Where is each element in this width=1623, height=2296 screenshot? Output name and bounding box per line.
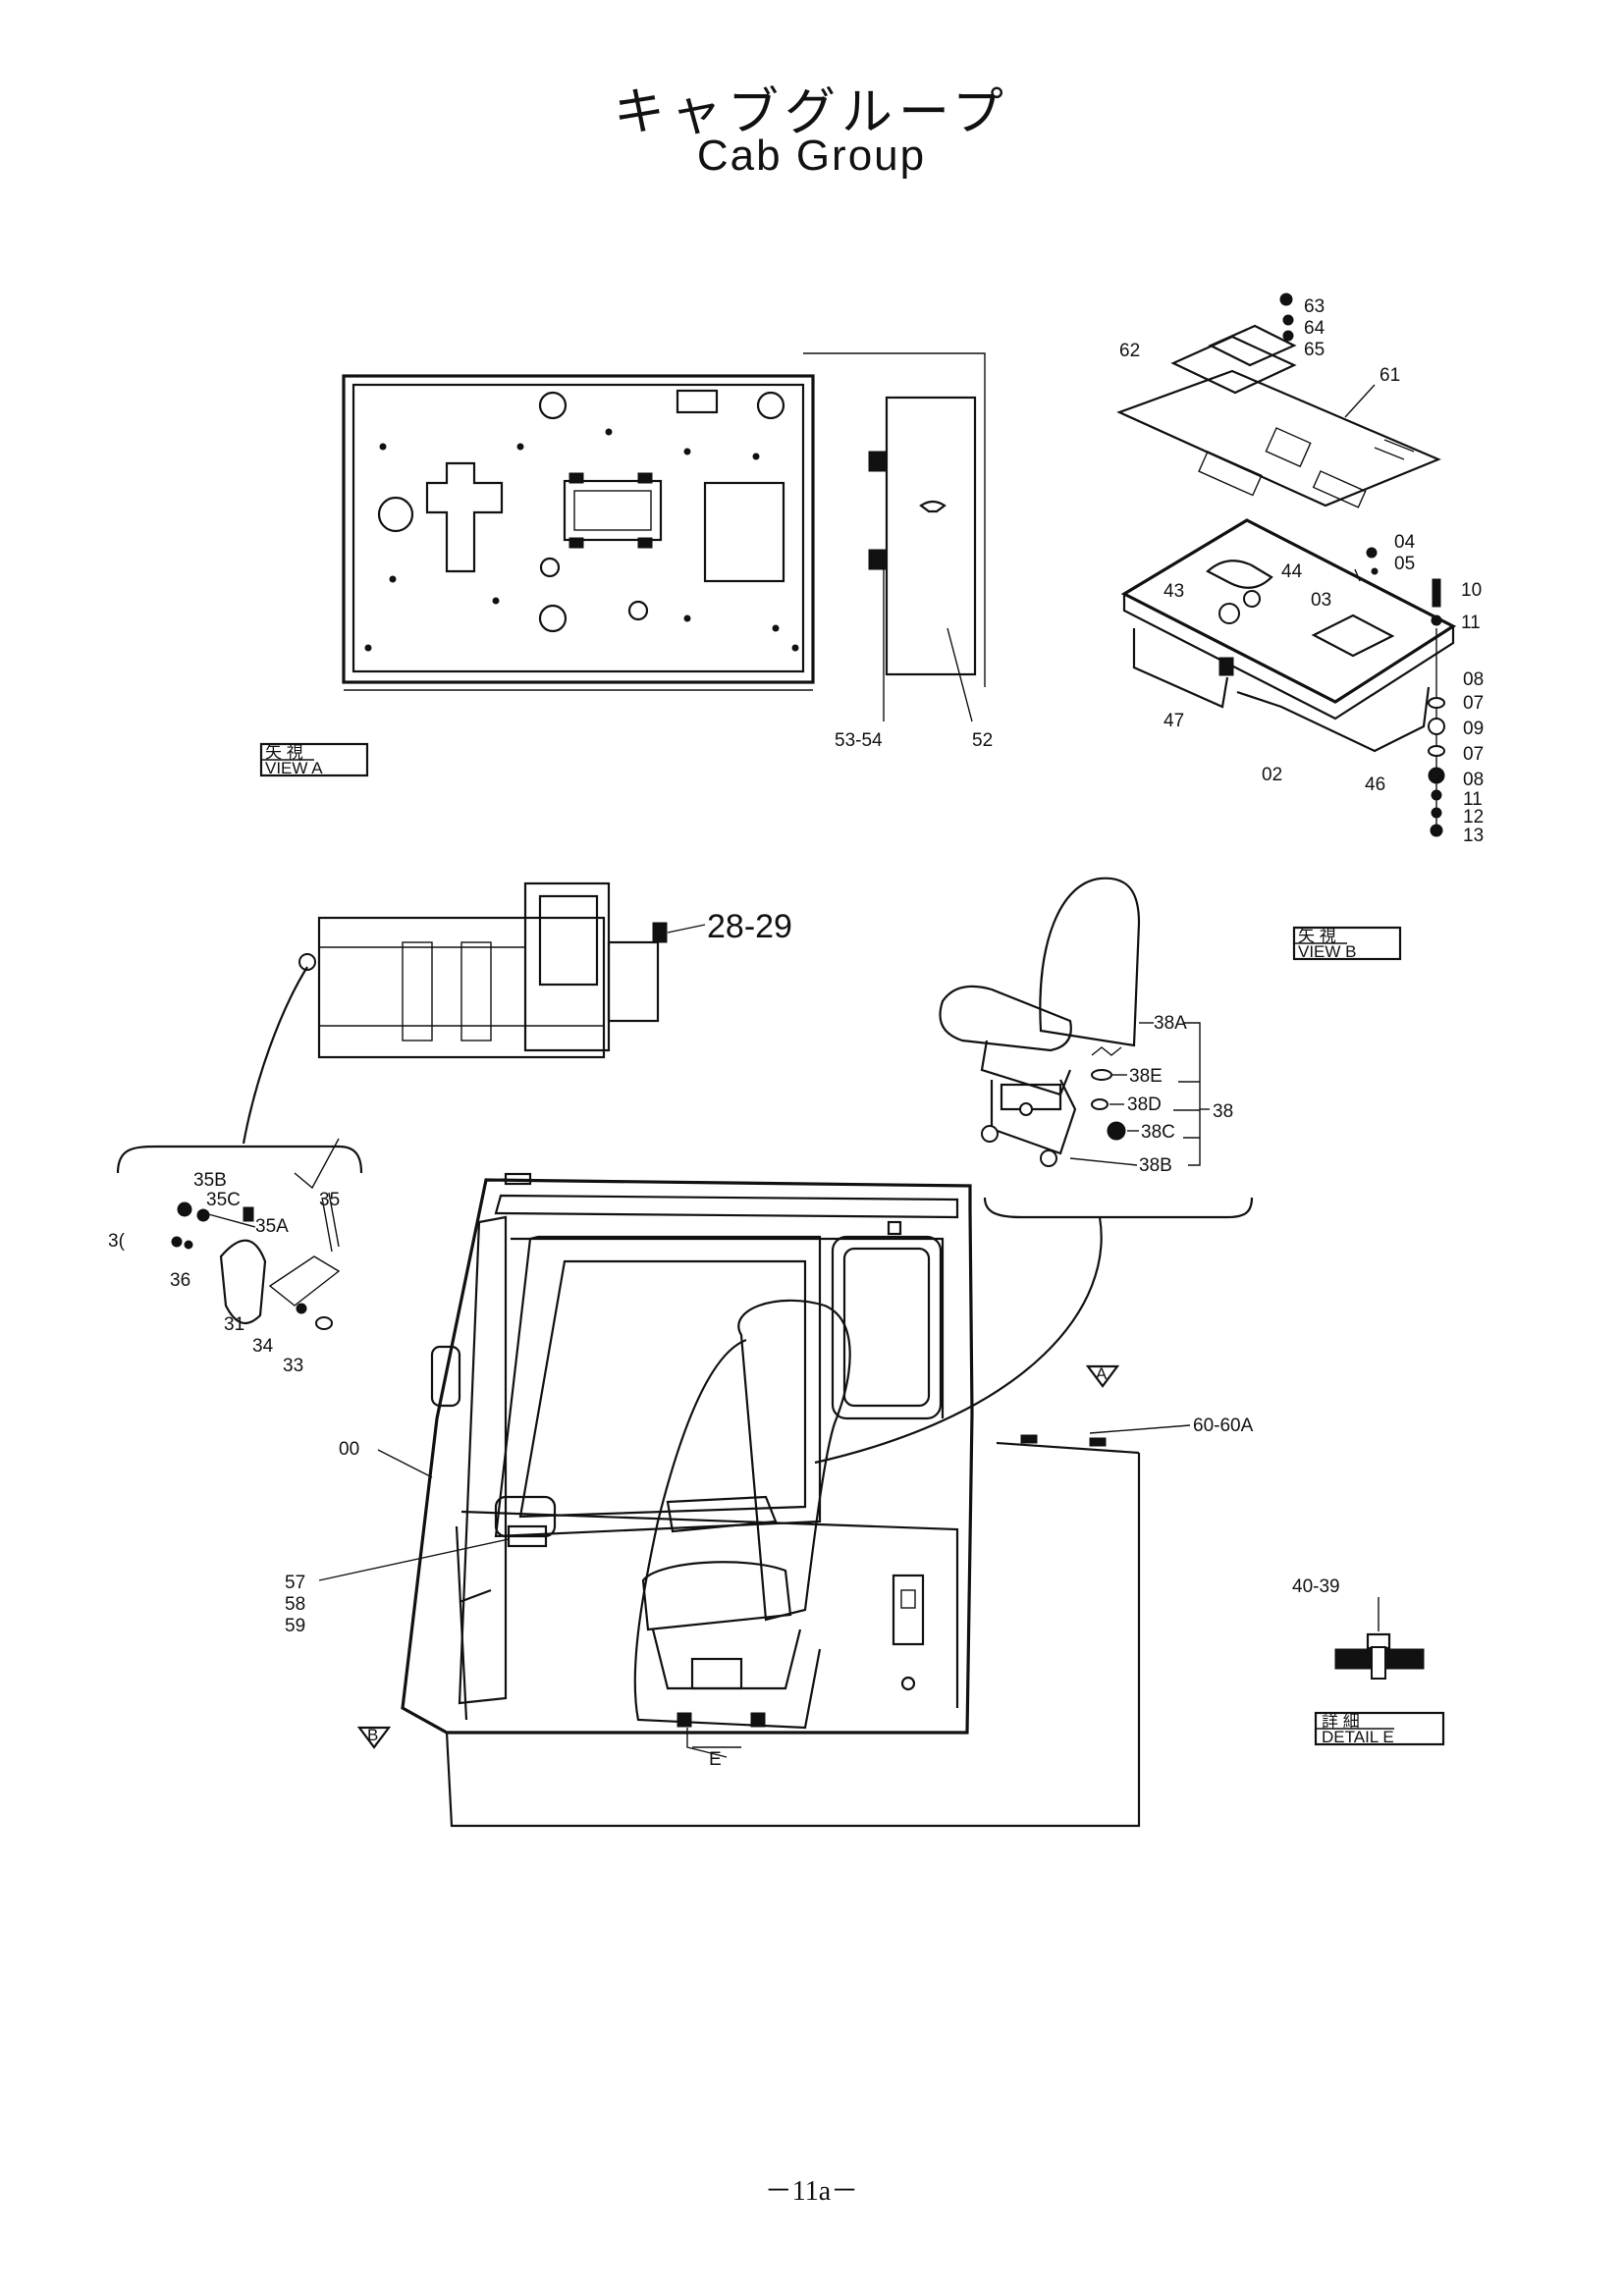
callout-07b: 07	[1463, 744, 1484, 765]
callout-00: 00	[339, 1439, 359, 1460]
callout-35c: 35C	[206, 1190, 241, 1210]
section-arrow-b: B	[356, 1726, 392, 1749]
callout-52: 52	[972, 730, 993, 751]
callout-38d: 38D	[1127, 1095, 1162, 1115]
callout-35a: 35A	[255, 1216, 289, 1237]
callout-31: 31	[224, 1314, 244, 1335]
floor-mat-61	[1116, 369, 1441, 508]
title-english: Cab Group	[696, 132, 927, 180]
section-arrow-a: A	[1085, 1364, 1120, 1388]
seat-assembly-38	[939, 877, 1141, 1167]
callout-35: 35	[319, 1190, 340, 1210]
detail-e-label: 詳 細 DETAIL E	[1314, 1711, 1445, 1746]
bolt-stack-right	[1366, 547, 1445, 837]
detail-e-marker: E	[709, 1749, 722, 1770]
callout-36: 36	[170, 1270, 190, 1291]
callout-28-29: 28-29	[707, 908, 792, 945]
callout-38b: 38B	[1139, 1155, 1172, 1176]
callout-10: 10	[1461, 580, 1482, 601]
callout-40-39: 40-39	[1292, 1576, 1340, 1597]
callout-12: 12	[1463, 807, 1484, 828]
callout-53-54: 53-54	[835, 730, 883, 751]
cab-seat	[633, 1299, 851, 1730]
callout-46: 46	[1365, 774, 1385, 795]
callout-02: 02	[1262, 765, 1282, 785]
floor-plate-02	[1120, 518, 1457, 753]
mirror-assembly	[171, 1192, 341, 1330]
page-number: －11a－	[764, 2176, 859, 2207]
svg-text:DETAIL E: DETAIL E	[1322, 1728, 1394, 1746]
svg-text:矢 視: 矢 視	[265, 743, 303, 762]
svg-text:VIEW A: VIEW A	[265, 759, 323, 777]
view-b-label: 矢 視 VIEW B	[1292, 926, 1402, 961]
callout-65: 65	[1304, 340, 1325, 360]
callout-57: 57	[285, 1573, 305, 1593]
svg-text:矢 視: 矢 視	[1298, 927, 1336, 945]
callout-59: 59	[285, 1616, 305, 1636]
svg-text:A: A	[1096, 1364, 1108, 1383]
callout-63: 63	[1304, 296, 1325, 317]
view-a-floor-plate	[342, 374, 815, 691]
cover-plate-62	[1170, 293, 1297, 395]
callout-38: 38	[1213, 1101, 1233, 1122]
svg-text:詳 細: 詳 細	[1322, 1712, 1360, 1731]
callout-64: 64	[1304, 318, 1325, 339]
callout-60-60a: 60-60A	[1193, 1415, 1254, 1436]
title-japanese: キャブグループ	[614, 83, 1009, 142]
callout-38a: 38A	[1154, 1013, 1187, 1034]
callout-62: 62	[1119, 341, 1140, 361]
callout-33: 33	[283, 1356, 303, 1376]
callout-47: 47	[1163, 711, 1184, 731]
detail-e-bolt	[1334, 1597, 1425, 1680]
callout-35b: 35B	[193, 1170, 227, 1191]
callout-07a: 07	[1463, 693, 1484, 714]
callout-05: 05	[1394, 554, 1415, 574]
cab-main	[401, 1172, 1141, 1828]
callout-58: 58	[285, 1594, 305, 1615]
callout-61: 61	[1380, 365, 1400, 386]
callout-04: 04	[1394, 532, 1416, 553]
svg-text:B: B	[367, 1726, 378, 1744]
callout-11b: 11	[1463, 789, 1483, 810]
callout-44: 44	[1281, 561, 1303, 582]
callout-08b: 08	[1463, 770, 1484, 790]
callout-43: 43	[1163, 581, 1184, 602]
callout-13: 13	[1463, 826, 1484, 846]
callout-11a: 11	[1461, 613, 1481, 633]
callout-03: 03	[1311, 590, 1331, 611]
door-panel-52	[803, 352, 986, 722]
callout-38e: 38E	[1129, 1066, 1163, 1087]
cab-side-view	[298, 881, 668, 1059]
callout-08a: 08	[1463, 669, 1484, 690]
callout-30: 3(	[108, 1231, 126, 1252]
svg-text:VIEW B: VIEW B	[1298, 942, 1357, 961]
callout-38c: 38C	[1141, 1122, 1175, 1143]
callout-09: 09	[1463, 719, 1484, 739]
view-a-label: 矢 視 VIEW A	[259, 742, 369, 777]
callout-34: 34	[252, 1336, 274, 1357]
